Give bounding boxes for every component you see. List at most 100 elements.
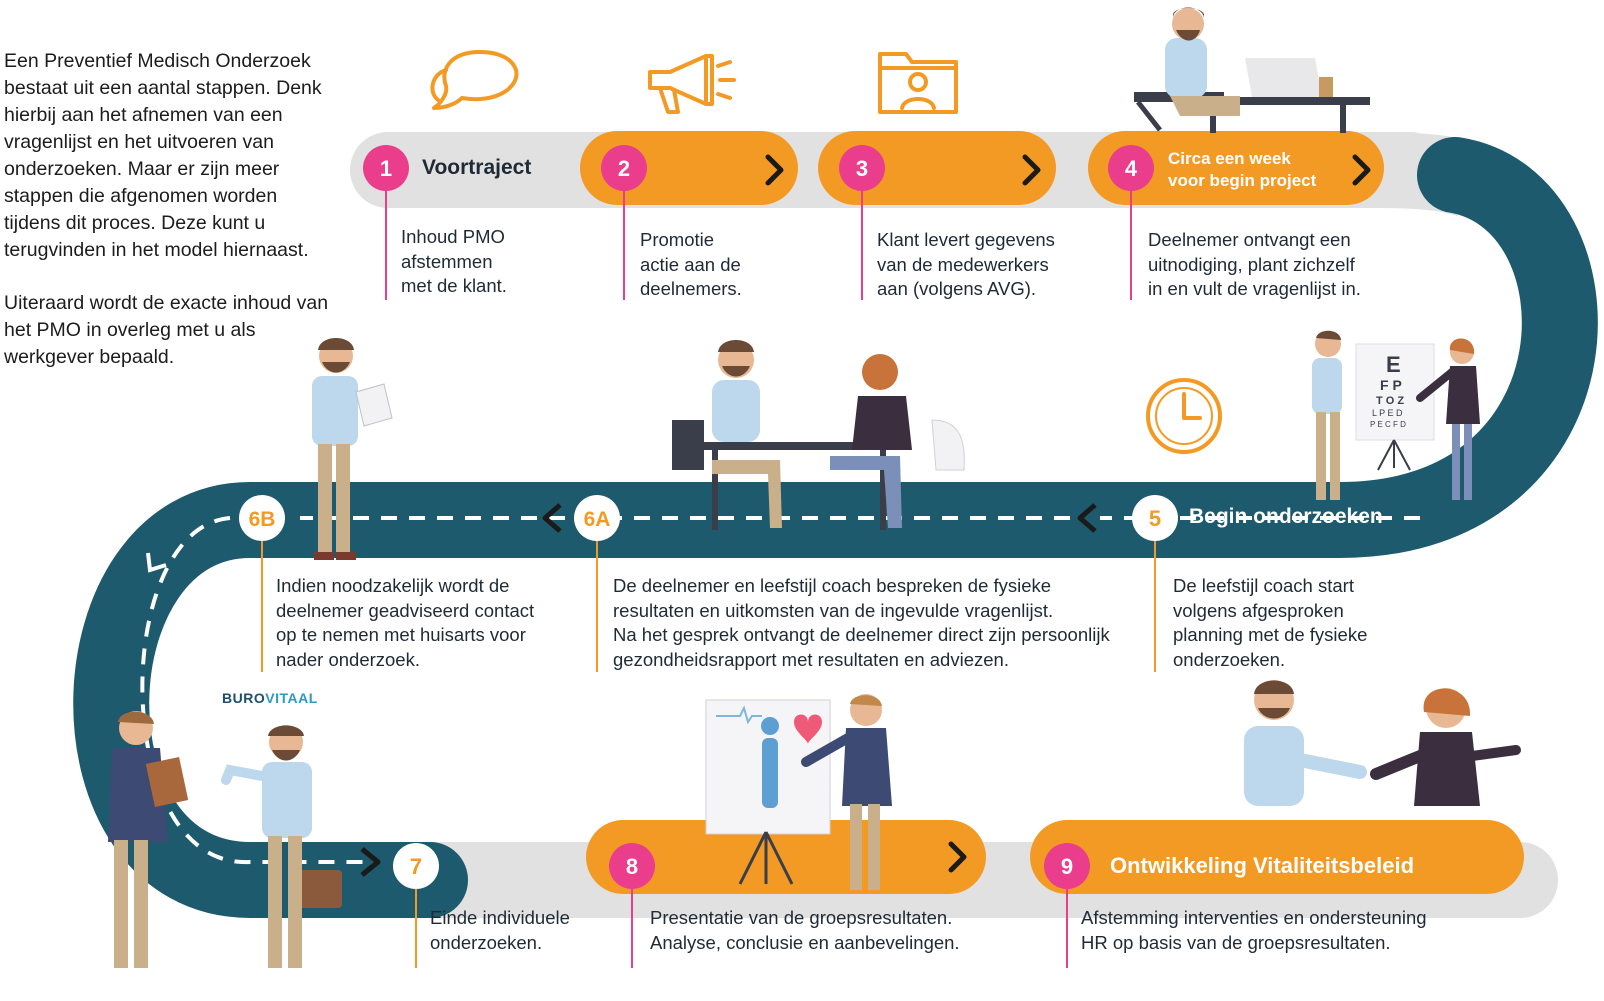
svg-text:P E C F D: P E C F D xyxy=(1370,420,1406,429)
badge-step-4: 4 xyxy=(1108,145,1154,191)
desc-line: planning met de fysieke xyxy=(1173,624,1368,645)
svg-text:9: 9 xyxy=(1061,854,1073,879)
desc-line: Indien noodzakelijk wordt de xyxy=(276,575,510,596)
pill-step-8 xyxy=(586,820,986,894)
illustration-fist-bump xyxy=(1244,680,1521,806)
road-arrow-icon xyxy=(360,847,381,877)
desc-line: deelnemers. xyxy=(640,278,742,299)
illustration-table-meeting xyxy=(672,340,965,530)
svg-text:4: 4 xyxy=(1125,156,1138,181)
step-4-label: Circa een week voor begin project xyxy=(1168,148,1358,192)
badge-step-9: 9 xyxy=(1044,843,1090,889)
road-arrow-icon xyxy=(146,552,167,573)
desc-line: Presentatie van de groepsresultaten. xyxy=(650,907,953,928)
step-4-label-line-1: Circa een week xyxy=(1168,149,1291,168)
chevron-right-icon xyxy=(1022,154,1041,186)
chevron-right-icon xyxy=(765,154,784,186)
desc-line: met de klant. xyxy=(401,275,507,296)
step-1-label: Voortraject xyxy=(422,156,532,179)
badge-step-7: 7 xyxy=(393,843,439,889)
desc-line: Deelnemer ontvangt een xyxy=(1148,229,1351,250)
desc-line: HR op basis van de groepsresultaten. xyxy=(1081,931,1391,953)
step-4-description: Deelnemer ontvangt een uitnodiging, plan… xyxy=(1148,228,1361,302)
svg-text:2: 2 xyxy=(618,156,630,181)
desc-line: aan (volgens AVG). xyxy=(877,278,1037,299)
illustration-desk-worker xyxy=(1134,7,1370,133)
desc-line: van de medewerkers xyxy=(877,253,1049,275)
badge-step-8: 8 xyxy=(609,843,655,889)
step-3-description: Klant levert gegevens van de medewerkers… xyxy=(877,228,1055,302)
desc-line: onderzoeken. xyxy=(430,931,543,953)
desc-line: Promotie xyxy=(640,229,715,250)
desc-line: Afstemming interventies en ondersteuning xyxy=(1081,907,1427,928)
svg-text:6B: 6B xyxy=(249,508,276,531)
svg-text:T O Z: T O Z xyxy=(1376,395,1404,407)
desc-line: Na het gesprek ontvangt de deelnemer dir… xyxy=(613,624,1110,645)
burovitaal-logo: BUROVITAAL xyxy=(222,690,318,706)
chat-bubble-icon xyxy=(430,50,519,110)
illustration-two-men xyxy=(108,711,342,968)
desc-line: resultaten en uitkomsten van de ingevuld… xyxy=(613,599,1054,621)
megaphone-icon xyxy=(648,54,736,114)
step-4-label-line-2: voor begin project xyxy=(1168,171,1317,190)
step-6b-description: Indien noodzakelijk wordt de deelnemer g… xyxy=(276,574,534,672)
pill-step-3 xyxy=(818,131,1056,205)
road-arrow-icon xyxy=(542,503,562,533)
desc-line: actie aan de xyxy=(640,253,741,275)
desc-line: Klant levert gegevens xyxy=(877,229,1055,250)
pill-step-9 xyxy=(1030,820,1524,894)
svg-text:E: E xyxy=(1386,352,1401,377)
desc-line: in en vult de vragenlijst in. xyxy=(1148,278,1361,299)
step-2-description: Promotie actie aan de deelnemers. xyxy=(640,228,742,302)
desc-line: Analyse, conclusie en aanbevelingen. xyxy=(650,931,960,953)
desc-line: nader onderzoek. xyxy=(276,648,420,670)
badge-step-1: 1 xyxy=(363,145,409,191)
desc-line: volgens afgesproken xyxy=(1173,599,1344,621)
svg-text:F P: F P xyxy=(1380,377,1402,393)
step-9-label: Ontwikkeling Vitaliteitsbeleid xyxy=(1110,853,1415,878)
svg-text:3: 3 xyxy=(856,156,868,181)
step-6a-description: De deelnemer en leefstijl coach bespreke… xyxy=(613,574,1110,672)
svg-text:6A: 6A xyxy=(584,508,611,531)
step-7-description: Einde individuele onderzoeken. xyxy=(430,906,570,955)
pill-step-4 xyxy=(1088,131,1384,205)
chevron-right-icon xyxy=(948,841,967,873)
desc-line: onderzoeken. xyxy=(1173,648,1286,670)
intro-paragraph-2: Uiteraard wordt de exacte inhoud van het… xyxy=(4,292,329,368)
svg-text:8: 8 xyxy=(626,854,638,879)
badge-step-2: 2 xyxy=(601,145,647,191)
svg-text:5: 5 xyxy=(1149,506,1161,531)
step-8-description: Presentatie van de groepsresultaten. Ana… xyxy=(650,906,960,955)
road-right-curve xyxy=(1302,137,1598,558)
badge-step-6a: 6A xyxy=(574,495,620,541)
step-5-label: Begin onderzoeken xyxy=(1189,505,1383,528)
intro-text: Een Preventief Medisch Onderzoek bestaat… xyxy=(4,48,334,397)
illustration-presentation-board xyxy=(705,694,892,890)
clock-icon xyxy=(1146,378,1222,454)
desc-line: op te nemen met huisarts voor xyxy=(276,624,526,645)
road-arrow-icon xyxy=(1077,503,1097,533)
badge-1-text: 1 xyxy=(380,156,392,181)
illustration-man-with-document xyxy=(312,338,393,560)
svg-text:7: 7 xyxy=(410,854,422,879)
svg-text:L P E D: L P E D xyxy=(1372,408,1403,418)
logo-part-2: VITAAL xyxy=(265,690,318,706)
road-left-curve xyxy=(73,482,430,918)
folder-user-icon xyxy=(878,52,958,114)
desc-line: afstemmen xyxy=(401,250,493,272)
chevron-right-icon xyxy=(1352,154,1371,186)
step-9-description: Afstemming interventies en ondersteuning… xyxy=(1081,906,1427,955)
desc-line: Einde individuele xyxy=(430,907,570,928)
badge-step-6b: 6B xyxy=(239,495,285,541)
desc-line: gezondheidsrapport met resultaten en adv… xyxy=(613,648,1009,670)
logo-part-1: BURO xyxy=(222,690,266,706)
desc-line: De deelnemer en leefstijl coach bespreke… xyxy=(613,575,1052,596)
desc-line: De leefstijl coach start xyxy=(1173,575,1354,596)
intro-paragraph-1: Een Preventief Medisch Onderzoek bestaat… xyxy=(4,50,322,261)
desc-line: deelnemer geadviseerd contact xyxy=(276,599,535,621)
illustration-eye-test: E F P T O Z L P E D P E C F D xyxy=(1312,330,1480,500)
badge-step-3: 3 xyxy=(839,145,885,191)
badge-step-5: 5 xyxy=(1132,495,1178,541)
step-1-description: Inhoud PMO afstemmen met de klant. xyxy=(401,225,507,299)
